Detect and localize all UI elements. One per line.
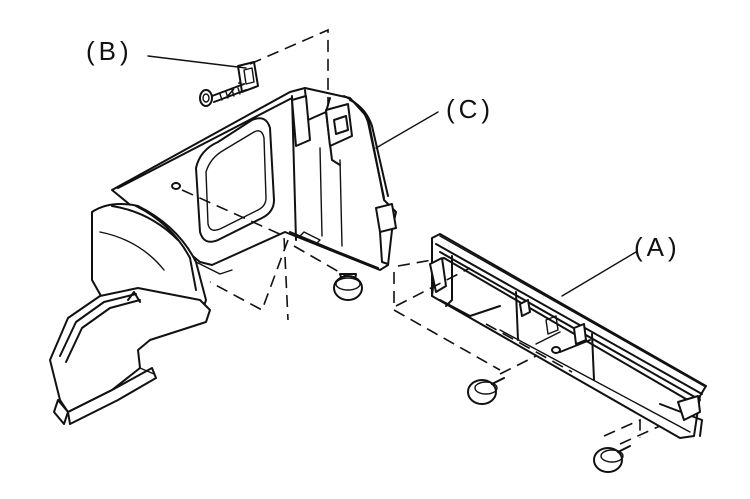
part-a-rail-trim <box>429 233 707 439</box>
leader-lines <box>147 55 637 297</box>
lower-sill-flange <box>49 287 211 425</box>
push-fastener-2 <box>467 377 505 405</box>
push-fastener-1 <box>333 273 363 301</box>
label-a: (A) <box>634 232 681 262</box>
part-b-screw-clip <box>199 61 259 107</box>
push-fastener-3 <box>593 445 631 473</box>
label-c: (C) <box>446 94 495 124</box>
label-b: (B) <box>86 36 133 66</box>
alignment-lines <box>181 28 661 445</box>
part-c-trim-panel <box>111 87 397 271</box>
